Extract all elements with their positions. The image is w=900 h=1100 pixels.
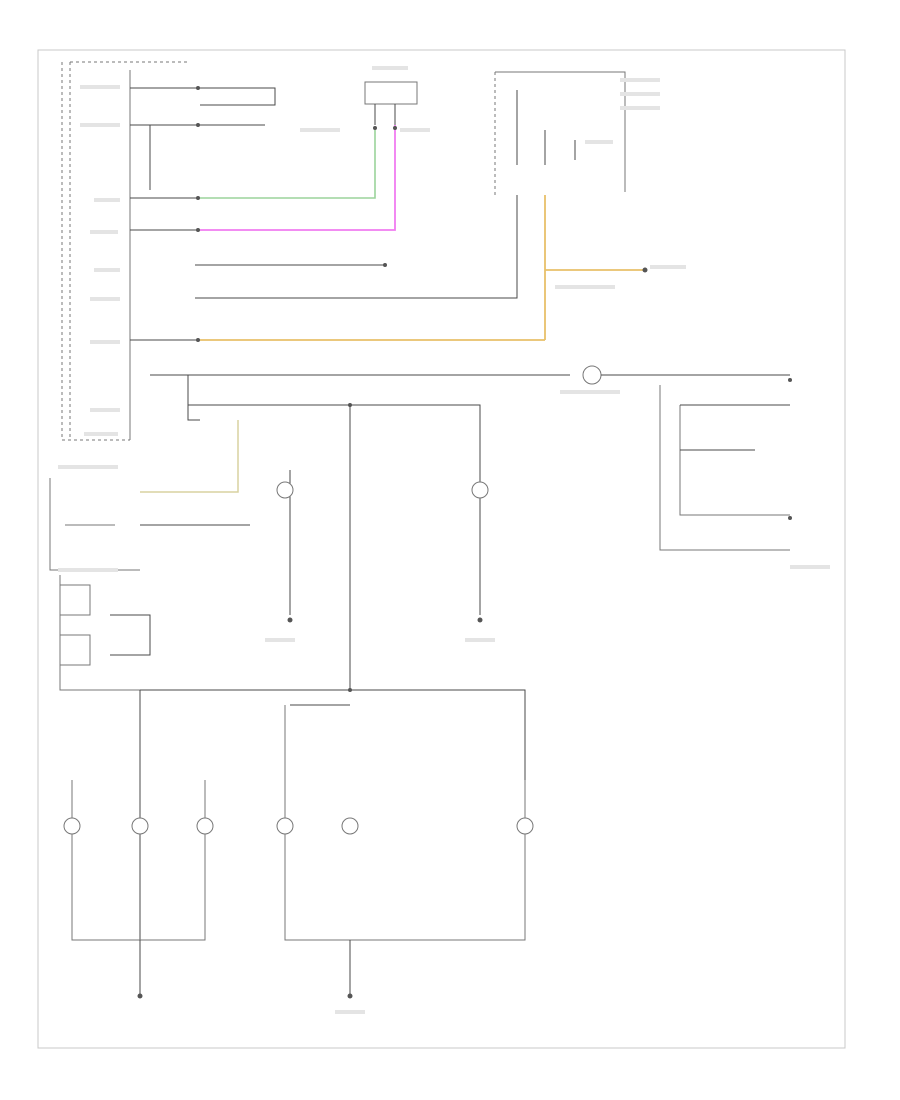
trunk xyxy=(140,405,526,780)
body-control-module xyxy=(61,61,190,441)
lamp-column-a xyxy=(265,470,295,642)
wire-group-colored xyxy=(130,125,396,232)
wire-group-top xyxy=(130,86,276,190)
top-switch xyxy=(300,66,430,132)
wire-group-middle xyxy=(150,263,792,480)
lower-left-switches xyxy=(49,420,250,691)
diagram-frame xyxy=(37,49,846,1049)
wire-yellow-run xyxy=(130,195,686,342)
bottom-lamp-row xyxy=(63,690,534,1014)
lamp-column-b xyxy=(465,470,495,642)
fuse-relay-box xyxy=(195,71,660,299)
right-door-switch-box xyxy=(659,385,830,569)
